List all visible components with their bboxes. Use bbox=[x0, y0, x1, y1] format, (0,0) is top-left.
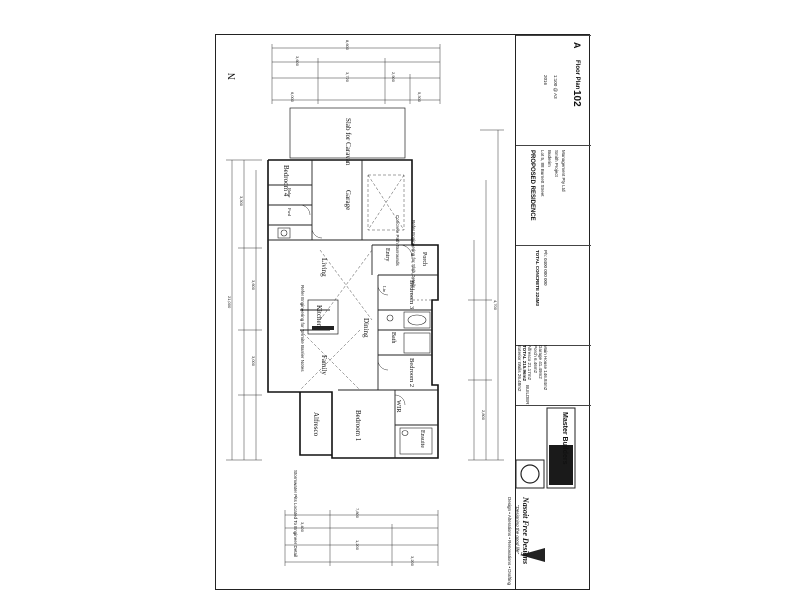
room-label-slab: Slab for Caravan bbox=[344, 118, 352, 166]
room-label-wir: WIR bbox=[395, 400, 402, 413]
room-label-family: Family bbox=[320, 355, 328, 375]
room-label-robe: Robe bbox=[287, 188, 292, 198]
scale: 1:100 @ A3 bbox=[553, 75, 558, 99]
drawing-number: 102 bbox=[571, 90, 582, 107]
total-concrete: TOTAL CONCRETE 224M3 bbox=[535, 250, 540, 307]
room-label-alfresco: Alfresco bbox=[312, 412, 320, 437]
area-row: Porch 6.46m2 bbox=[532, 345, 538, 374]
project-owner: Smith Project bbox=[554, 150, 559, 177]
room-label-ensuite: Ensuite bbox=[419, 430, 425, 448]
dim-top-4: 6,000 bbox=[290, 92, 295, 103]
project-address: Lot 5, 88 Burnett Street bbox=[540, 150, 545, 197]
title-block bbox=[515, 35, 591, 590]
room-label-bedroom-2: Bedroom 2 bbox=[408, 358, 415, 388]
area-row: Main House 146.84m2 bbox=[543, 345, 548, 391]
north-arrow: N bbox=[227, 72, 238, 80]
project-heading: PROPOSED RESIDENCE bbox=[529, 150, 535, 221]
dim-bottom-3: 1,200 bbox=[355, 540, 360, 551]
note-path: Concrete Path Surrounds bbox=[395, 215, 400, 266]
dim-side-4: 4,700 bbox=[493, 300, 498, 311]
dim-top-3: 2,900 bbox=[391, 72, 396, 83]
note-termite: Refer Engineering for Termite Barrier No… bbox=[300, 285, 305, 372]
company-services: Design • Alterations • Renovations • Dra… bbox=[507, 497, 512, 586]
dim-top-1: 3,600 bbox=[295, 56, 300, 67]
dim-bottom-2: 3,400 bbox=[300, 522, 305, 533]
room-label-dining: Dining bbox=[362, 318, 370, 338]
dim-top-2: 3,720 bbox=[345, 72, 350, 83]
project-builder: Management Pty Ltd bbox=[561, 150, 566, 192]
room-label-garage: Garage bbox=[344, 190, 352, 211]
company-tagline: "Designing the good life" bbox=[515, 505, 520, 554]
dim-side-3: 3,000 bbox=[251, 356, 256, 367]
room-label-linen: Lin bbox=[382, 286, 387, 293]
project-suburb: Buderim bbox=[547, 150, 552, 167]
room-label-entry: Entry bbox=[384, 248, 390, 262]
contact: Ph: 0400 000 000 bbox=[543, 250, 548, 286]
dim-side-5: 2,800 bbox=[481, 410, 486, 421]
areas-table: Main House 146.84m2 Garage 41.49m2 Porch… bbox=[517, 345, 548, 391]
dim-bottom-1: 7,800 bbox=[355, 508, 360, 519]
revision: A bbox=[572, 42, 582, 49]
note-stormwater: Stormwater Pits Located To Engineer Deta… bbox=[293, 470, 298, 557]
dim-top-5: 5,300 bbox=[417, 92, 422, 103]
room-label-bath: Bath bbox=[390, 332, 396, 344]
room-label-bedroom-1: Bedroom 1 bbox=[354, 410, 362, 442]
dim-overall-width: 8,600 bbox=[345, 40, 350, 51]
dim-side-1: 3,300 bbox=[239, 196, 244, 207]
room-label-kitchen: Kitchen bbox=[315, 305, 323, 328]
client-sign: BUILDER bbox=[525, 385, 530, 405]
sheet-title: Floor Plan bbox=[574, 60, 580, 90]
date: 2016 bbox=[543, 75, 548, 86]
company-name: Nasoit Free Designs bbox=[521, 497, 530, 565]
dim-bottom-4: 3,200 bbox=[410, 556, 415, 567]
drawing-sheet bbox=[215, 34, 590, 590]
room-label-living: Living bbox=[320, 258, 328, 277]
dim-overall-length: 21,000 bbox=[227, 296, 232, 309]
room-label-porch: Porch bbox=[421, 252, 427, 266]
dim-side-2: 3,600 bbox=[251, 280, 256, 291]
master-builders-logo: Master Builders bbox=[561, 412, 568, 465]
note-slab: Refer Engineering for Slab Details bbox=[411, 220, 416, 289]
area-row: Exterior Walls 26.48m2 bbox=[517, 345, 523, 392]
room-label-pwd: Pwd bbox=[287, 208, 292, 217]
